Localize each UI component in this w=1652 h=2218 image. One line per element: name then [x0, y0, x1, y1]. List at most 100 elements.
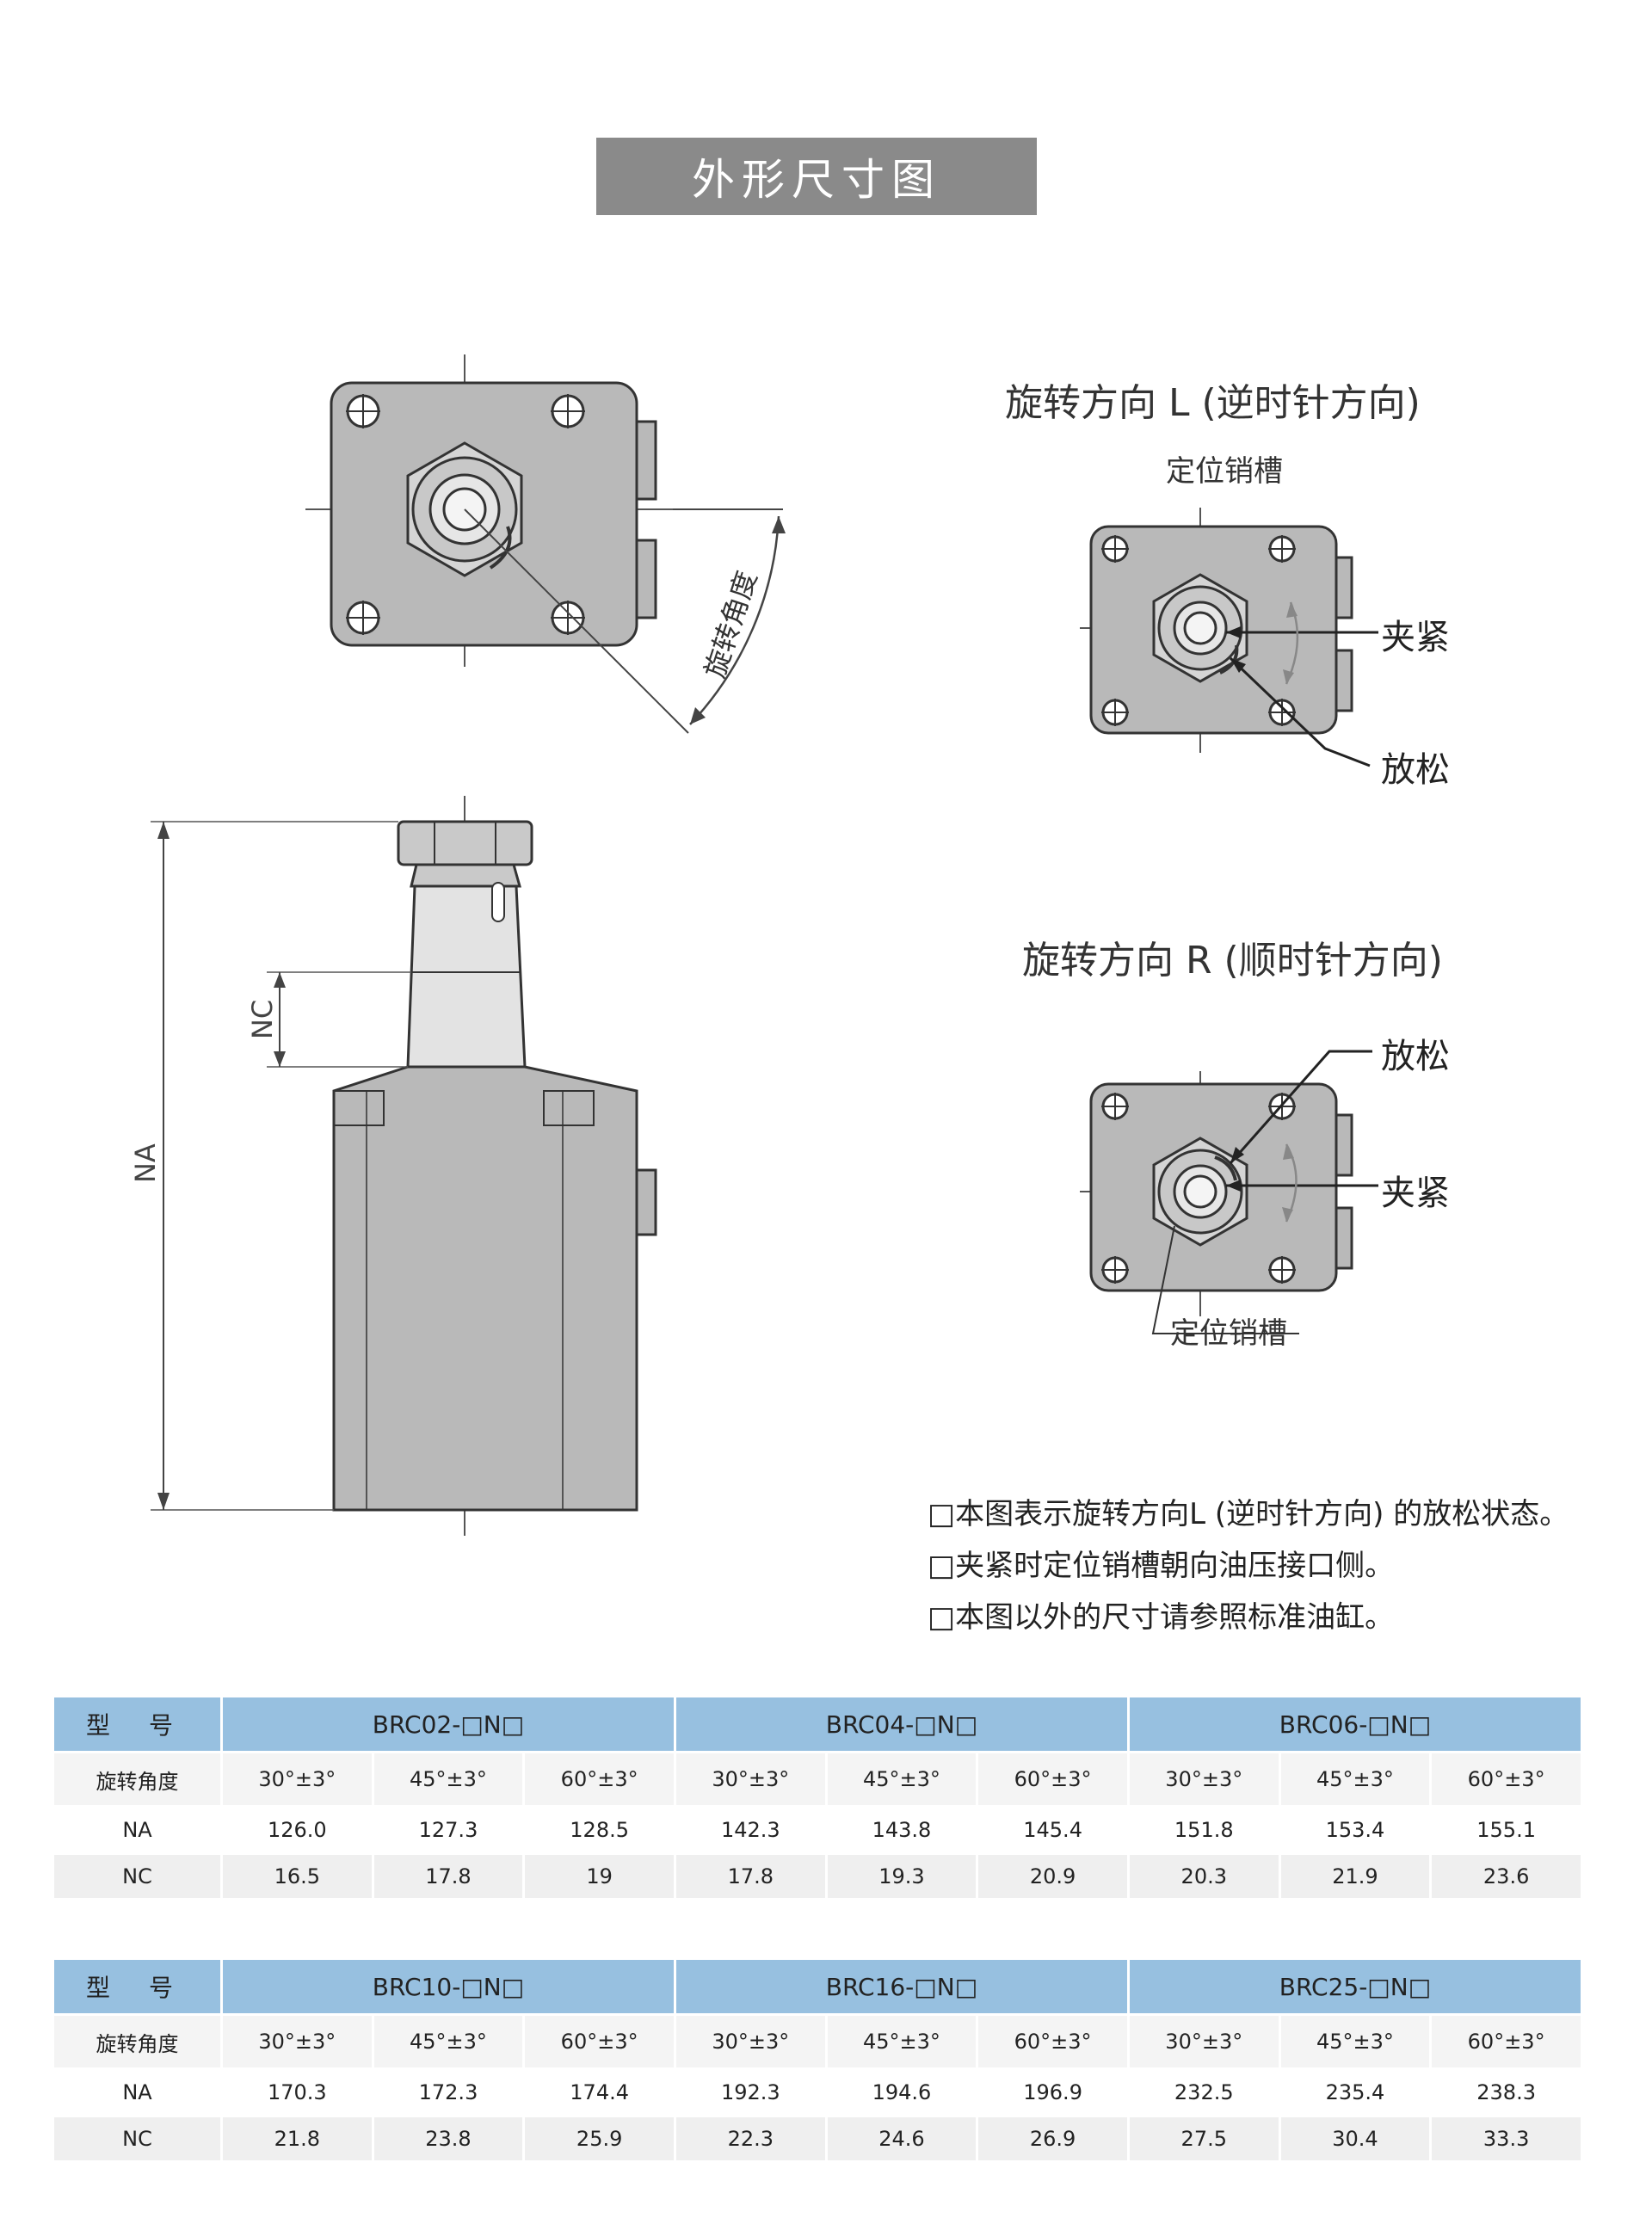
table-cell: 143.8 [827, 1808, 977, 1852]
table-cell: 22.3 [675, 2117, 825, 2160]
table-cell: 17.8 [675, 1855, 825, 1898]
table-cell: 153.4 [1280, 1808, 1430, 1852]
table-cell: 23.8 [373, 2117, 523, 2160]
table-cell: 45°±3° [373, 1753, 523, 1805]
table-cell: 170.3 [223, 2070, 372, 2115]
table-cell: 155.1 [1432, 1808, 1581, 1852]
model-cell: BRC04-□N□ [675, 1697, 1127, 1751]
bolt-hole-icon [1101, 1093, 1129, 1120]
table-cell: 30°±3° [223, 1753, 372, 1805]
direction-r-clamp-label: 夹紧 [1381, 1174, 1450, 1213]
row-label-cell: NA [54, 1808, 220, 1852]
table-row: NA 170.3 172.3 174.4 192.3 194.6 196.9 2… [54, 2070, 1581, 2115]
table-header-row: 型 号 BRC10-□N□ BRC16-□N□ BRC25-□N□ [54, 1960, 1581, 2013]
table-cell: 45°±3° [1280, 2016, 1430, 2067]
na-dimension-label: NA [129, 1143, 162, 1183]
model-label-cell: 型 号 [54, 1960, 220, 2013]
direction-l-pin-slot-label: 定位销槽 [1166, 454, 1283, 489]
table-cell: 60°±3° [525, 1753, 674, 1805]
table-cell: 172.3 [373, 2070, 523, 2115]
bolt-hole-icon [1268, 535, 1296, 563]
table-cell: 192.3 [675, 2070, 825, 2115]
model-label-cell: 型 号 [54, 1697, 220, 1751]
table-cell: 20.9 [978, 1855, 1127, 1898]
bolt-hole-icon [1101, 699, 1129, 726]
table-cell: 60°±3° [1432, 2016, 1581, 2067]
table-cell: 20.3 [1129, 1855, 1279, 1898]
note-item: □夹紧时定位销槽朝向油压接口侧。 [928, 1549, 1395, 1583]
table-cell: 126.0 [223, 1808, 372, 1852]
model-cell: BRC16-□N□ [675, 1960, 1127, 2013]
table-cell: 194.6 [827, 2070, 977, 2115]
row-label-cell: NA [54, 2070, 220, 2115]
table-cell: 17.8 [373, 1855, 523, 1898]
table-cell: 30°±3° [675, 2016, 825, 2067]
bolt-hole-icon [551, 394, 585, 428]
bolt-hole-icon [346, 394, 380, 428]
bolt-hole-icon [1268, 1256, 1296, 1284]
table-cell: 60°±3° [978, 2016, 1127, 2067]
direction-r-drawing [1080, 1050, 1378, 1334]
table-cell: 27.5 [1129, 2117, 1279, 2160]
table-row: NA 126.0 127.3 128.5 142.3 143.8 145.4 1… [54, 1808, 1581, 1852]
table-cell: 60°±3° [1432, 1753, 1581, 1805]
table-cell: 30°±3° [1129, 2016, 1279, 2067]
table-row: 旋转角度 30°±3° 45°±3° 60°±3° 30°±3° 45°±3° … [54, 2016, 1581, 2067]
table-cell: 45°±3° [827, 2016, 977, 2067]
table-row: 旋转角度 30°±3° 45°±3° 60°±3° 30°±3° 45°±3° … [54, 1753, 1581, 1805]
bolt-hole-icon [1268, 699, 1296, 726]
table-cell: 60°±3° [978, 1753, 1127, 1805]
direction-r-release-label: 放松 [1381, 1037, 1450, 1076]
page-title: 外形尺寸图 [596, 138, 1037, 215]
direction-r-title: 旋转方向 R (顺时针方向) [1022, 939, 1443, 983]
spec-table-2: 型 号 BRC10-□N□ BRC16-□N□ BRC25-□N□ 旋转角度 3… [52, 1957, 1583, 2163]
direction-l-release-label: 放松 [1381, 750, 1450, 790]
table-cell: 24.6 [827, 2117, 977, 2160]
table-cell: 232.5 [1129, 2070, 1279, 2115]
table-cell: 21.9 [1280, 1855, 1430, 1898]
table-cell: 142.3 [675, 1808, 825, 1852]
bolt-hole-icon [1101, 1256, 1129, 1284]
table-cell: 30°±3° [223, 2016, 372, 2067]
angle-label-cell: 旋转角度 [54, 1753, 220, 1805]
table-cell: 30.4 [1280, 2117, 1430, 2160]
table-cell: 45°±3° [1280, 1753, 1430, 1805]
table-cell: 235.4 [1280, 2070, 1430, 2115]
table-cell: 30°±3° [675, 1753, 825, 1805]
top-view-drawing [305, 354, 786, 734]
notes-list: □本图表示旋转方向L (逆时针方向) 的放松状态。 □夹紧时定位销槽朝向油压接口… [928, 1488, 1569, 1643]
table-row: NC 16.5 17.8 19 17.8 19.3 20.9 20.3 21.9… [54, 1855, 1581, 1898]
table-cell: 21.8 [223, 2117, 372, 2160]
direction-l-clamp-label: 夹紧 [1381, 618, 1450, 657]
nc-dimension-label: NC [246, 1000, 279, 1039]
table-cell: 33.3 [1432, 2117, 1581, 2160]
table-cell: 60°±3° [525, 2016, 674, 2067]
direction-l-drawing [1080, 508, 1378, 767]
direction-l-title: 旋转方向 L (逆时针方向) [1005, 381, 1421, 425]
table-header-row: 型 号 BRC02-□N□ BRC04-□N□ BRC06-□N□ [54, 1697, 1581, 1751]
model-cell: BRC10-□N□ [223, 1960, 674, 2013]
model-cell: BRC02-□N□ [223, 1697, 674, 1751]
note-item: □本图表示旋转方向L (逆时针方向) 的放松状态。 [928, 1497, 1569, 1531]
direction-r-pin-slot-label: 定位销槽 [1170, 1316, 1287, 1351]
table-cell: 127.3 [373, 1808, 523, 1852]
table-cell: 45°±3° [373, 2016, 523, 2067]
table-cell: 196.9 [978, 2070, 1127, 2115]
table-cell: 128.5 [525, 1808, 674, 1852]
table-cell: 174.4 [525, 2070, 674, 2115]
bolt-hole-icon [1101, 535, 1129, 563]
table-cell: 30°±3° [1129, 1753, 1279, 1805]
model-cell: BRC25-□N□ [1129, 1960, 1581, 2013]
angle-label-cell: 旋转角度 [54, 2016, 220, 2067]
bolt-hole-icon [551, 601, 585, 635]
spec-table-1: 型 号 BRC02-□N□ BRC04-□N□ BRC06-□N□ 旋转角度 3… [52, 1695, 1583, 1901]
bolt-hole-icon [346, 601, 380, 635]
table-cell: 23.6 [1432, 1855, 1581, 1898]
table-cell: 16.5 [223, 1855, 372, 1898]
model-cell: BRC06-□N□ [1129, 1697, 1581, 1751]
table-cell: 26.9 [978, 2117, 1127, 2160]
table-cell: 19 [525, 1855, 674, 1898]
table-cell: 19.3 [827, 1855, 977, 1898]
table-cell: 25.9 [525, 2117, 674, 2160]
row-label-cell: NC [54, 2117, 220, 2160]
